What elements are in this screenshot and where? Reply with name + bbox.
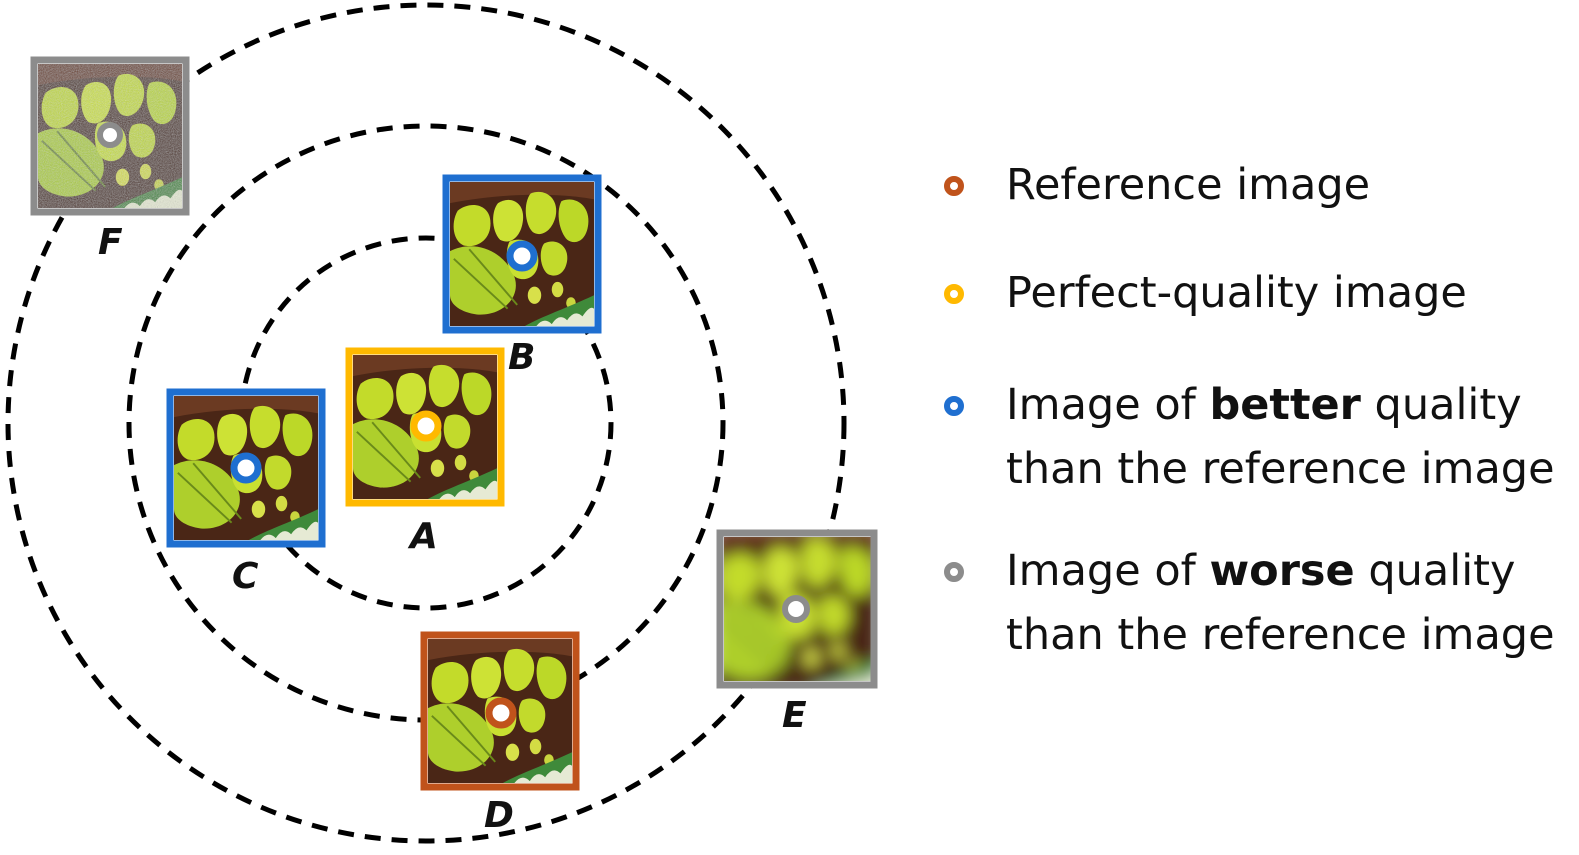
label-a: A bbox=[407, 516, 438, 557]
marker-c bbox=[230, 452, 262, 484]
marker-e bbox=[782, 595, 810, 623]
image-f bbox=[30, 56, 190, 216]
image-a bbox=[345, 347, 505, 507]
worse-suffix: quality bbox=[1354, 546, 1516, 596]
worse-marker-icon bbox=[944, 562, 964, 582]
image-c bbox=[166, 388, 326, 548]
better-emphasis: better bbox=[1209, 380, 1361, 430]
marker-b bbox=[506, 240, 538, 272]
label-b: B bbox=[508, 337, 535, 378]
reference-marker-icon bbox=[944, 176, 964, 196]
label-f: F bbox=[98, 222, 123, 263]
image-e bbox=[716, 529, 878, 689]
legend-label-reference: Reference image bbox=[1006, 160, 1371, 210]
legend-label-perfect: Perfect-quality image bbox=[1006, 268, 1467, 318]
legend-label-worse: Image of worse quality bbox=[1006, 538, 1515, 604]
perfect-marker-icon bbox=[944, 284, 964, 304]
marker-d bbox=[485, 697, 517, 729]
worse-emphasis: worse bbox=[1209, 546, 1355, 596]
image-b bbox=[442, 174, 602, 334]
quality-rings-diagram: F B A C E D bbox=[5, 2, 878, 844]
legend-label-better: Image of better quality bbox=[1006, 372, 1522, 438]
marker-a bbox=[410, 410, 442, 442]
label-c: C bbox=[232, 556, 259, 597]
label-d: D bbox=[484, 795, 514, 836]
marker-f bbox=[97, 122, 123, 148]
outer-ring bbox=[5, 2, 847, 844]
better-suffix: quality bbox=[1360, 380, 1522, 430]
image-d bbox=[420, 631, 580, 791]
legend-label-worse-line2: than the reference image bbox=[1006, 610, 1555, 660]
better-marker-icon bbox=[944, 396, 964, 416]
better-prefix: Image of bbox=[1006, 380, 1210, 430]
label-e: E bbox=[782, 695, 807, 736]
worse-prefix: Image of bbox=[1006, 546, 1210, 596]
legend: Reference image Perfect-quality image Im… bbox=[936, 0, 1576, 855]
legend-label-better-line2: than the reference image bbox=[1006, 444, 1555, 494]
